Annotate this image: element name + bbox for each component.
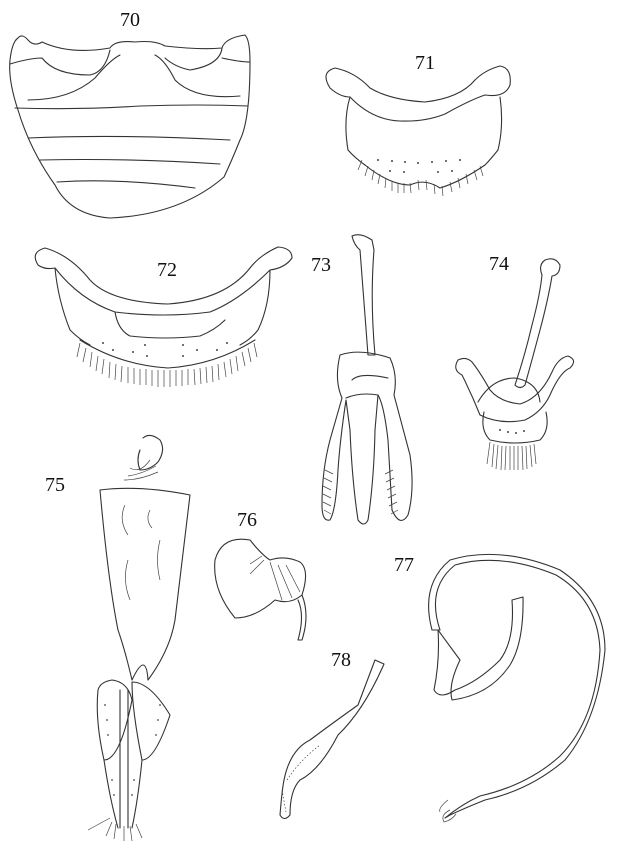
figure-75-drawing bbox=[87, 434, 191, 842]
figure-label-75: 75 bbox=[45, 474, 65, 496]
figure-label-77: 77 bbox=[394, 554, 414, 576]
figure-label-71: 71 bbox=[415, 52, 435, 74]
figure-73-drawing bbox=[321, 234, 413, 525]
figure-label-76: 76 bbox=[237, 509, 257, 531]
figure-label-78: 78 bbox=[331, 649, 351, 671]
figure-74-drawing bbox=[455, 258, 575, 471]
figure-72-drawing bbox=[34, 246, 293, 387]
figure-78-drawing bbox=[279, 659, 385, 820]
figure-label-74: 74 bbox=[489, 253, 509, 275]
figure-70-drawing bbox=[9, 34, 251, 219]
figure-76-drawing bbox=[214, 538, 307, 641]
figure-label-73: 73 bbox=[311, 254, 331, 276]
figure-label-72: 72 bbox=[157, 259, 177, 281]
figure-77-drawing bbox=[428, 553, 606, 823]
figure-71-drawing bbox=[325, 65, 511, 197]
figure-label-70: 70 bbox=[120, 9, 140, 31]
